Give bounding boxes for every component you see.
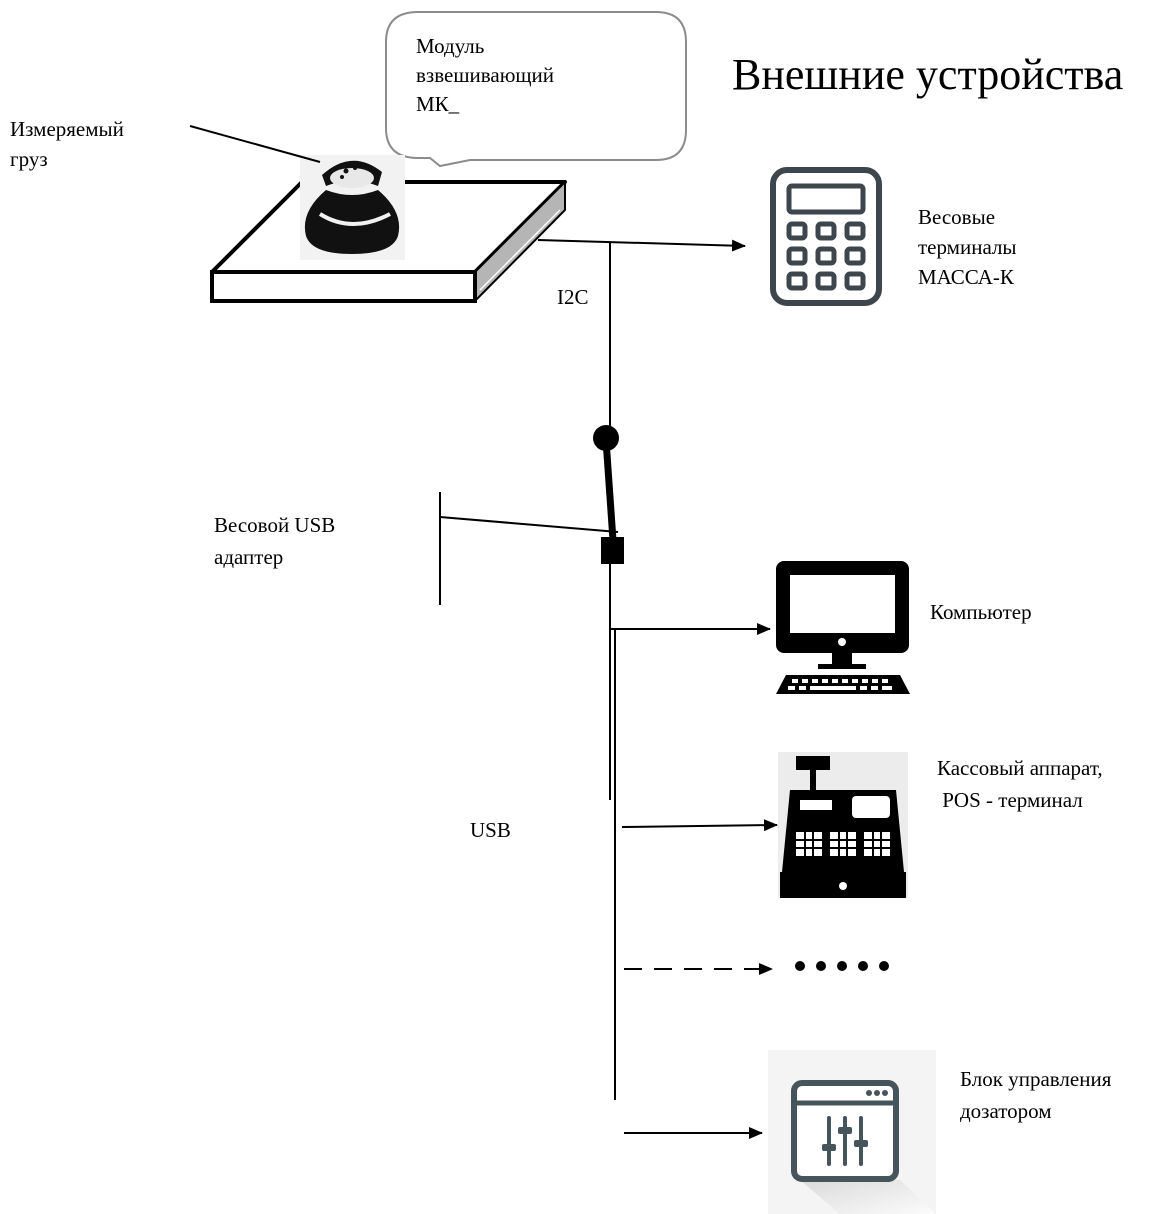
cash-register-label-line-1: Кассовый аппарат,: [937, 756, 1103, 780]
bubble-line-3: МК_: [416, 92, 460, 116]
terminal-label-line-1: Весовые: [918, 205, 996, 229]
doser-label-line-2: дозатором: [960, 1099, 1052, 1123]
arrow-to-cash-register: [621, 819, 778, 832]
bubble-line-2: взвешивающий: [416, 63, 555, 87]
i2c-label: I2C: [557, 285, 589, 309]
more-devices-dots: [795, 961, 889, 971]
computer-icon: [776, 561, 910, 694]
load-label-line-1: Измеряемый: [10, 117, 124, 141]
computer-label: Компьютер: [930, 600, 1032, 624]
calculator-icon: [770, 167, 882, 306]
speech-bubble: [385, 11, 687, 168]
load-label-line-2: груз: [10, 147, 48, 171]
usb-label: USB: [470, 818, 511, 842]
terminal-label-line-3: МАССА-К: [918, 265, 1014, 289]
cash-register-icon: [778, 752, 908, 898]
weight-sack-icon: [300, 155, 405, 260]
doser-label-line-1: Блок управления: [960, 1067, 1112, 1091]
diagram-title: Внешние устройства: [732, 50, 1124, 99]
load-leader-line: [189, 125, 321, 163]
usb-connector: [593, 425, 624, 564]
terminal-label-line-2: терминалы: [918, 235, 1017, 259]
bubble-line-1: Модуль: [416, 34, 485, 58]
cash-register-label-line-2: POS - терминал: [937, 788, 1083, 812]
adapter-leader-line: [439, 516, 619, 533]
arrow-to-terminal: [537, 239, 746, 252]
control-panel-icon: [768, 1050, 936, 1214]
adapter-label-line-2: адаптер: [214, 545, 284, 569]
adapter-label-line-1: Весовой USB: [214, 513, 336, 537]
